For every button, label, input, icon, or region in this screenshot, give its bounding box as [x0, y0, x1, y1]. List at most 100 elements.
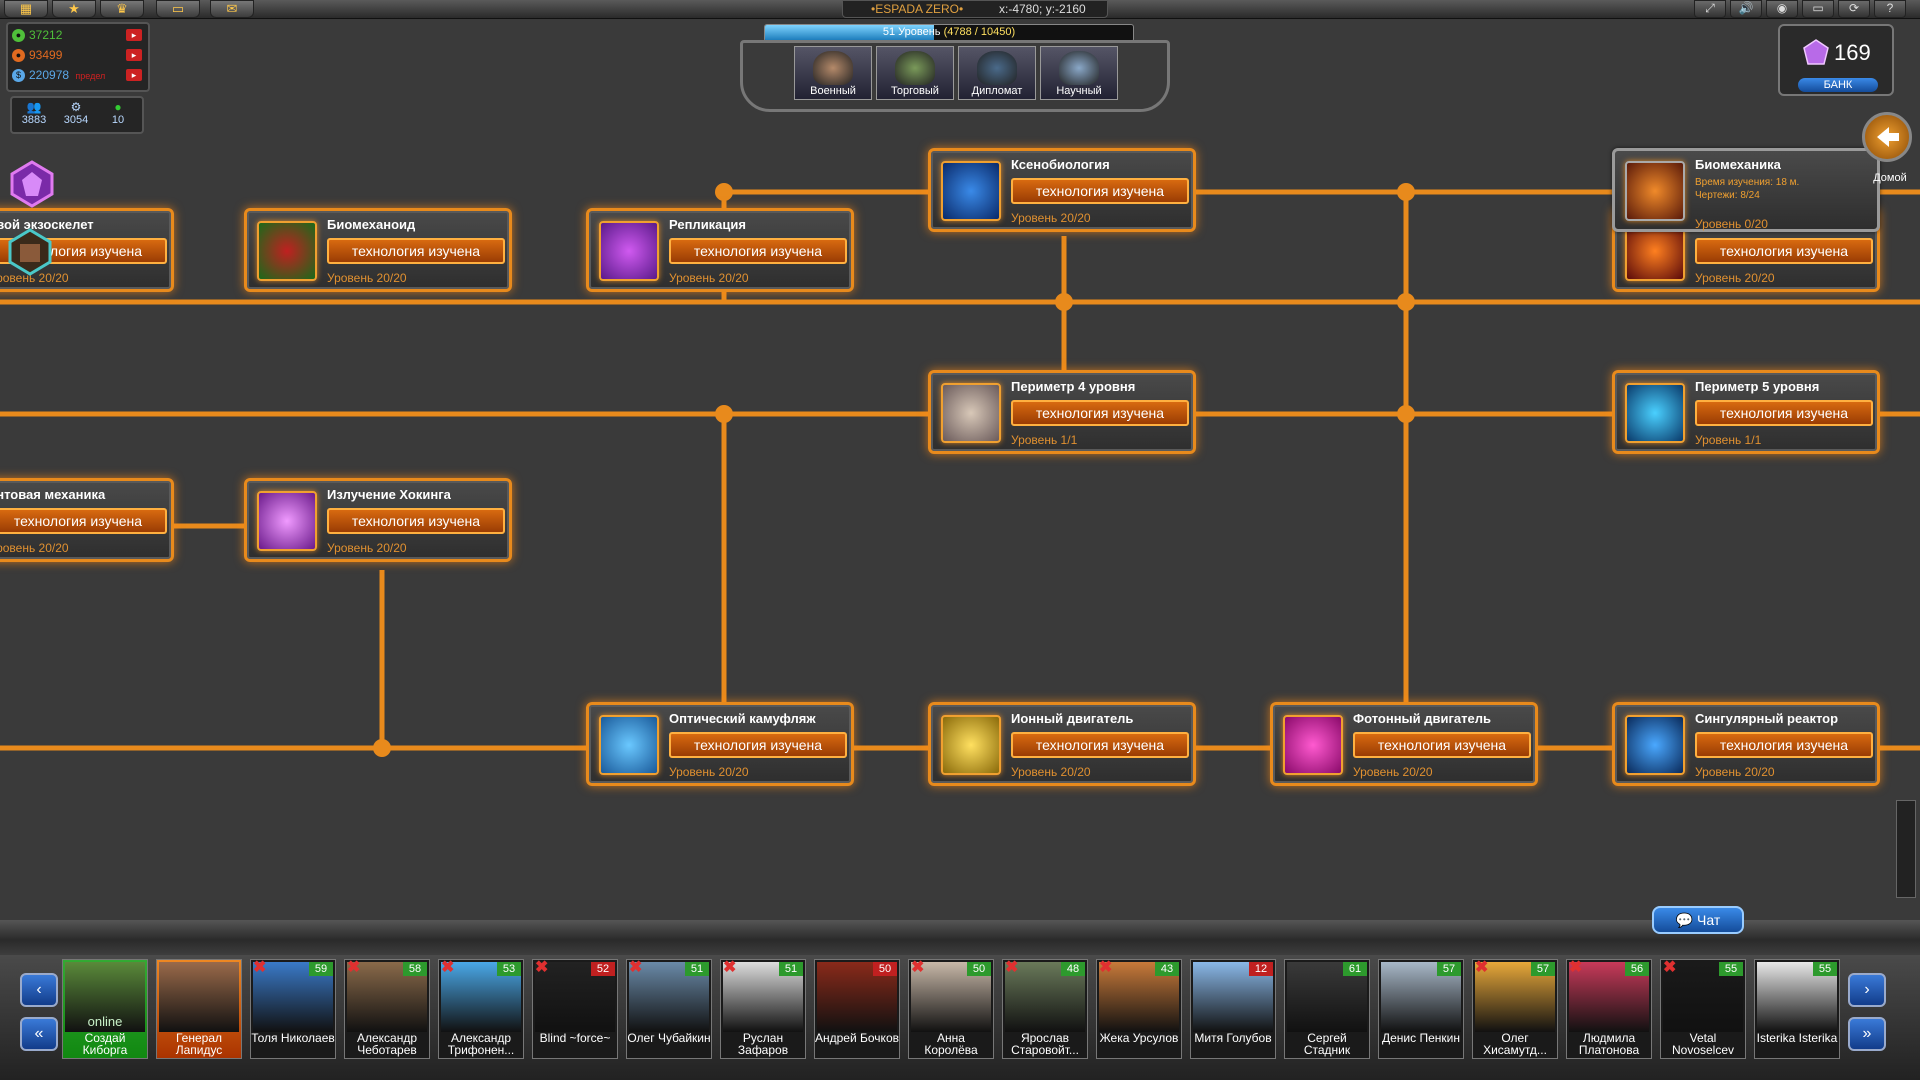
bank-button[interactable]: БАНК	[1798, 78, 1878, 92]
close-icon[interactable]: ✖	[1663, 959, 1677, 976]
eye-icon[interactable]: ◉	[1766, 0, 1798, 18]
perimeter4-icon	[941, 383, 1001, 443]
advisor-portrait	[1059, 51, 1099, 85]
add-resource-button[interactable]: ▸	[126, 69, 142, 81]
tech-status-button[interactable]: технология изучена	[1011, 400, 1189, 426]
tech-node-biomechanics[interactable]: Биомеханика Время изучения: 18 м. Чертеж…	[1612, 148, 1880, 232]
server-name: •ESPADA ZERO•	[871, 2, 964, 16]
side-scrollbar[interactable]	[1896, 800, 1916, 898]
help-icon[interactable]: ?	[1874, 0, 1906, 18]
friends-first-button[interactable]: «	[20, 1017, 58, 1051]
home-button[interactable]	[1862, 112, 1912, 162]
friend-level-badge: 61	[1343, 962, 1367, 976]
fullscreen-icon[interactable]: ⤢	[1694, 0, 1726, 18]
tech-status-button[interactable]: технология изучена	[669, 238, 847, 264]
link-joints	[373, 183, 1415, 757]
base-icon[interactable]	[6, 228, 54, 276]
friend-avatar	[159, 962, 239, 1032]
tech-status-button[interactable]: технология изучена	[1353, 732, 1531, 758]
close-icon[interactable]: ✖	[347, 959, 361, 976]
close-icon[interactable]: ✖	[723, 959, 737, 976]
chat-button[interactable]: 💬 Чат	[1652, 906, 1744, 934]
close-icon[interactable]: ✖	[1569, 959, 1583, 976]
friend-name: Людмила Платонова	[1578, 1031, 1640, 1057]
refresh-icon[interactable]: ⟳	[1838, 0, 1870, 18]
add-resource-button[interactable]: ▸	[126, 49, 142, 61]
close-icon[interactable]: ✖	[1099, 959, 1113, 976]
bottom-pipe	[0, 920, 1920, 960]
tech-node-level: Уровень 1/1	[1695, 433, 1762, 447]
tech-status-button[interactable]: технология изучена	[1011, 732, 1189, 758]
flag-icon[interactable]: ▭	[1802, 0, 1834, 18]
friend-name: Сергей Стадник	[1303, 1031, 1351, 1057]
close-icon[interactable]: ✖	[1475, 959, 1489, 976]
advisor-trade[interactable]: Торговый	[876, 46, 954, 100]
trophy-tab-icon[interactable]: ♛	[100, 0, 144, 18]
tech-status-button[interactable]: технология изучена	[1011, 178, 1189, 204]
friend-level-badge: 58	[403, 962, 427, 976]
advisor-military[interactable]: Военный	[794, 46, 872, 100]
close-icon[interactable]: ✖	[535, 959, 549, 976]
tech-status-button[interactable]: технология изучена	[327, 238, 505, 264]
star-tab-icon[interactable]: ★	[52, 0, 96, 18]
close-icon[interactable]: ✖	[911, 959, 925, 976]
tech-status-button[interactable]: технология изучена	[1695, 238, 1873, 264]
advisor-science[interactable]: Научный	[1040, 46, 1118, 100]
crystal-icon[interactable]	[8, 160, 56, 208]
tech-status-button[interactable]: технология изучена	[1695, 732, 1873, 758]
mail-tab-icon[interactable]: ✉	[210, 0, 254, 18]
film-tab-icon[interactable]: ▦	[4, 0, 48, 18]
advisor-diplomat[interactable]: Дипломат	[958, 46, 1036, 100]
add-resource-button[interactable]: ▸	[126, 29, 142, 41]
friend-card[interactable]: Генерал Лапидус	[156, 959, 242, 1059]
tech-node-level: Уровень 20/20	[0, 271, 69, 285]
ticket-tab-icon[interactable]: ▭	[156, 0, 200, 18]
tech-node-title: Периметр 4 уровня	[1011, 379, 1136, 394]
friends-next-button[interactable]: ›	[1848, 973, 1886, 1007]
tech-status-button[interactable]: технология изучена	[1695, 400, 1873, 426]
close-icon[interactable]: ✖	[629, 959, 643, 976]
units-stat: ⚙3054	[56, 100, 96, 126]
tech-node-title: Ионный двигатель	[1011, 711, 1134, 726]
close-icon[interactable]: ✖	[441, 959, 455, 976]
friends-last-button[interactable]: »	[1848, 1017, 1886, 1051]
close-icon[interactable]: ✖	[253, 959, 267, 976]
close-icon[interactable]: ✖	[1005, 959, 1019, 976]
tech-status-button[interactable]: технология изучена	[0, 508, 167, 534]
tech-status-button[interactable]: технология изучена	[669, 732, 847, 758]
tech-status-button[interactable]: технология изучена	[327, 508, 505, 534]
sound-icon[interactable]: 🔊	[1730, 0, 1762, 18]
friends-prev-button[interactable]: ‹	[20, 973, 58, 1007]
